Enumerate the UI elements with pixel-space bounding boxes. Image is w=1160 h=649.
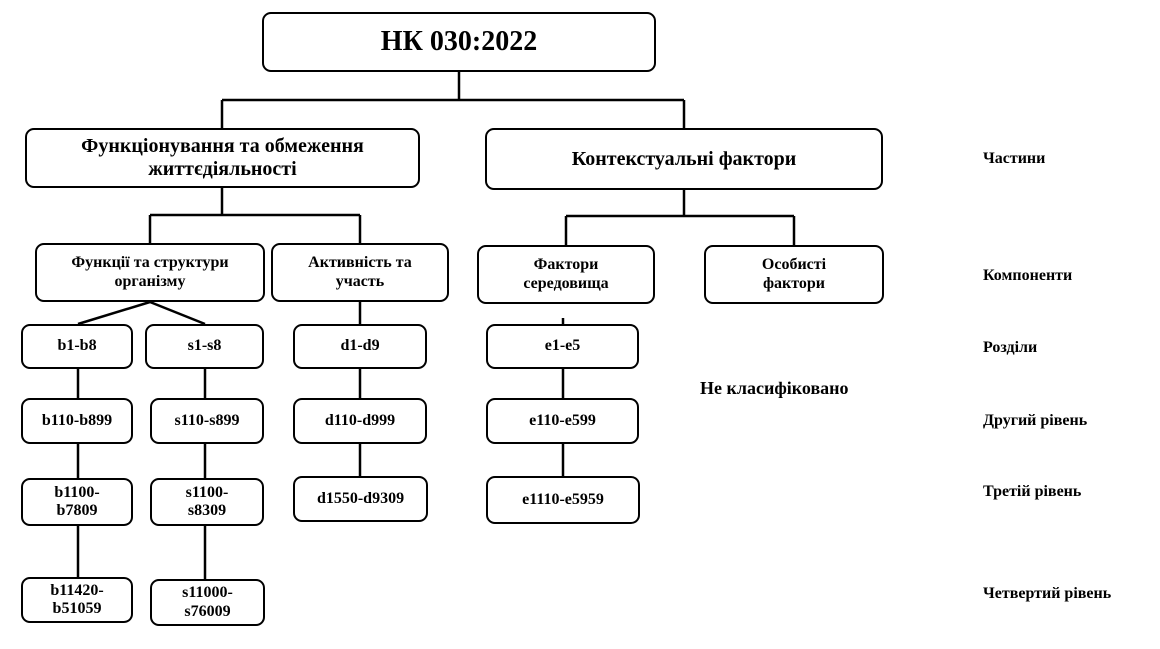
code-s1-s8-box: s1-s8: [145, 324, 264, 369]
part-functioning-box: Функціонування та обмеження життєдіяльно…: [25, 128, 420, 188]
part-contextual-box: Контекстуальні фактори: [485, 128, 883, 190]
code-s1100-s8309-box: s1100- s8309: [150, 478, 264, 526]
component-environment-box: Фактори середовища: [477, 245, 655, 304]
code-b1-b8-box: b1-b8: [21, 324, 133, 369]
code-e110-e599-box: e110-e599: [486, 398, 639, 444]
component-personal-box: Особисті фактори: [704, 245, 884, 304]
connector: [77, 300, 151, 326]
level-label-chapters: Розділи: [983, 339, 1038, 356]
code-d1550-d9309-box: d1550-d9309: [293, 476, 428, 522]
component-activity-box: Активність та участь: [271, 243, 449, 302]
code-e1110-e5959-box: e1110-e5959: [486, 476, 640, 524]
level-label-third: Третій рівень: [983, 483, 1082, 500]
level-label-second: Другий рівень: [983, 412, 1088, 429]
connector: [149, 300, 206, 326]
code-e1-e5-box: e1-e5: [486, 324, 639, 369]
not-classified-label: Не класифіковано: [700, 378, 849, 398]
root-box: НК 030:2022: [262, 12, 656, 72]
code-b1100-b7809-box: b1100- b7809: [21, 478, 133, 526]
code-b11420-b51059-box: b11420- b51059: [21, 577, 133, 623]
level-label-fourth: Четвертий рівень: [983, 585, 1112, 602]
code-s11000-s76009-box: s11000- s76009: [150, 579, 265, 626]
level-label-components: Компоненти: [983, 267, 1073, 284]
level-label-parts: Частини: [983, 150, 1046, 167]
code-d110-d999-box: d110-d999: [293, 398, 427, 444]
code-s110-s899-box: s110-s899: [150, 398, 264, 444]
code-d1-d9-box: d1-d9: [293, 324, 427, 369]
code-b110-b899-box: b110-b899: [21, 398, 133, 444]
component-body-box: Функції та структури організму: [35, 243, 265, 302]
